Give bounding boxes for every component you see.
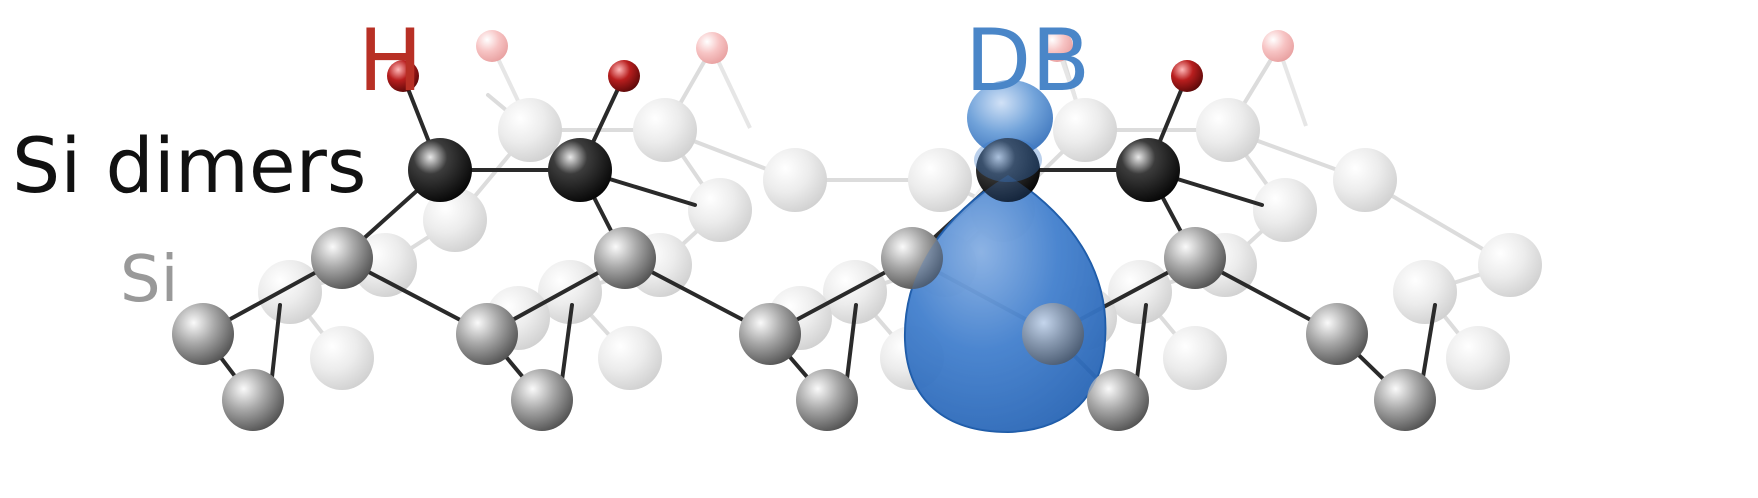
dangling-bond-orbital-overlay xyxy=(904,138,1106,432)
dangling-bond-overlay xyxy=(904,175,1106,432)
background-si-atom xyxy=(310,326,374,390)
hydrogen-label: H xyxy=(358,11,423,111)
background-si-atom xyxy=(1446,326,1510,390)
background-si-atom xyxy=(423,188,487,252)
si-dimer-atom xyxy=(408,138,472,202)
si-atom xyxy=(739,303,801,365)
si-atom xyxy=(881,227,943,289)
si-atom xyxy=(1087,369,1149,431)
background-si-atom xyxy=(823,260,887,324)
background-si-atom xyxy=(598,326,662,390)
background-si-atom xyxy=(1196,98,1260,162)
hydrogen-atom xyxy=(608,60,640,92)
si-atom xyxy=(511,369,573,431)
hydrogen-atom xyxy=(1171,60,1203,92)
si-dimer-atom xyxy=(548,138,612,202)
faint-hydrogen-atom xyxy=(476,30,508,62)
background-si-atom xyxy=(633,98,697,162)
si-dimer-atom xyxy=(976,138,1040,202)
hydrogen-atom xyxy=(387,60,419,92)
background-si-atom xyxy=(688,178,752,242)
si-atom xyxy=(456,303,518,365)
dangling-bond-overlay xyxy=(974,138,1042,182)
faint-hydrogen-atom xyxy=(1262,30,1294,62)
si-dimer-atom xyxy=(1116,138,1180,202)
dangling-bond-upper-lobe xyxy=(967,80,1053,156)
background-si-atom xyxy=(1333,148,1397,212)
front-atom-layer xyxy=(172,60,1436,431)
si-atom xyxy=(311,227,373,289)
faint-hydrogen-atom xyxy=(696,32,728,64)
background-si-atom xyxy=(908,148,972,212)
si-atom xyxy=(222,369,284,431)
faint-hydrogen-atom xyxy=(1041,30,1073,62)
background-si-atom xyxy=(258,260,322,324)
si-atom xyxy=(1306,303,1368,365)
background-si-atom xyxy=(1108,260,1172,324)
si-atom xyxy=(796,369,858,431)
si-atom xyxy=(594,227,656,289)
dangling-bond-label: DB xyxy=(965,11,1091,111)
si-atom xyxy=(172,303,234,365)
si-dimers-label: Si dimers xyxy=(12,121,367,210)
si-atom xyxy=(1374,369,1436,431)
background-si-atom xyxy=(1478,233,1542,297)
si-atom xyxy=(1164,227,1226,289)
background-si-atom xyxy=(498,98,562,162)
background-si-atom xyxy=(1053,98,1117,162)
background-si-atom xyxy=(1163,326,1227,390)
background-si-atom xyxy=(1393,260,1457,324)
silicon-label: Si xyxy=(120,243,179,317)
background-si-atom xyxy=(1253,178,1317,242)
background-si-atom xyxy=(763,148,827,212)
si-atom xyxy=(1022,303,1084,365)
background-si-atom xyxy=(538,260,602,324)
